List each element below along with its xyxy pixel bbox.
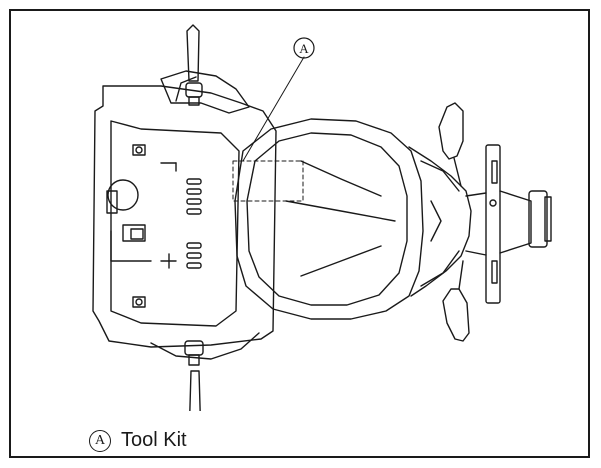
callout-leader-line [242,56,305,162]
upper-mirror [438,102,464,160]
headlight-block [528,190,548,248]
figure-caption: A Tool Kit [89,429,187,452]
scooter-top-view-drawing: A [92,24,552,411]
seat-outline [234,118,424,320]
caption-marker: A [89,429,111,452]
rear-body-inner [110,120,240,327]
fuel-cap [107,179,139,211]
lower-flap [150,332,260,360]
front-body [408,146,472,297]
lower-mirror [442,288,470,342]
lower-peg [189,370,201,411]
handlebar-plate [485,144,501,304]
seat-inner [246,132,408,306]
caption-text: Tool Kit [121,429,187,451]
callout-marker [293,37,315,59]
upper-flap [160,70,250,114]
figure-frame: A A Tool Kit [9,9,590,458]
rear-body-outline [92,85,277,348]
callout-marker-label: A [299,41,309,56]
tool-kit-location-box [232,160,304,202]
upper-peg [186,24,200,82]
